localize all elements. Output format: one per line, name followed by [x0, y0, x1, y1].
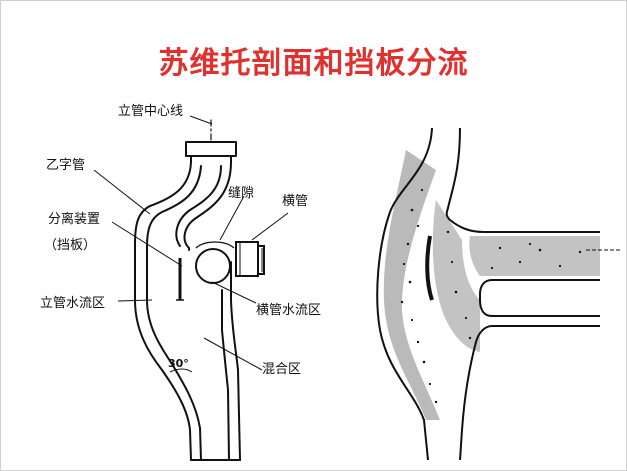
branch-top — [449, 219, 600, 233]
slide-title: 苏维托剖面和挡板分流 — [158, 46, 469, 81]
leader-horizontal — [251, 212, 289, 241]
right-inner-wall — [445, 127, 461, 221]
right-outer-wall — [376, 127, 433, 461]
flow-region-outer — [383, 150, 440, 420]
horizontal-pipe-stub — [235, 241, 259, 277]
leader-gap — [219, 195, 245, 241]
leader-separator — [111, 221, 183, 267]
angle-arc — [169, 368, 193, 373]
flow-region-mixing — [432, 200, 480, 352]
label-baffle: （挡板） — [44, 238, 97, 253]
right-lower-wall — [459, 325, 600, 461]
label-vertical-flow-zone: 立管水流区 — [40, 296, 106, 311]
leader-mixing — [203, 337, 263, 371]
label-gap: 缝隙 — [228, 186, 255, 201]
label-mixing-zone: 混合区 — [262, 362, 302, 377]
branch-bottom-a — [479, 279, 600, 300]
label-horizontal-pipe: 横管 — [282, 194, 309, 209]
label-separator-device: 分离装置 — [48, 212, 101, 227]
label-horizontal-flow-zone: 横管水流区 — [256, 303, 322, 318]
leader-vertical-flow — [117, 299, 153, 302]
flow-region-horizontal — [469, 236, 600, 276]
top-socket — [185, 141, 237, 157]
baffle-slot — [425, 235, 434, 301]
label-angle: 30° — [168, 357, 189, 370]
leader-horizontal-flow — [211, 281, 257, 304]
leader-center — [189, 115, 213, 125]
label-yi-pipe: 乙字管 — [46, 158, 86, 173]
inner-wall-right — [175, 165, 222, 247]
leader-yi — [93, 169, 151, 215]
branch-bottom-b — [479, 299, 600, 317]
label-vertical-pipe-center: 立管中心线 — [118, 104, 184, 119]
outer-wall-right — [183, 161, 232, 251]
